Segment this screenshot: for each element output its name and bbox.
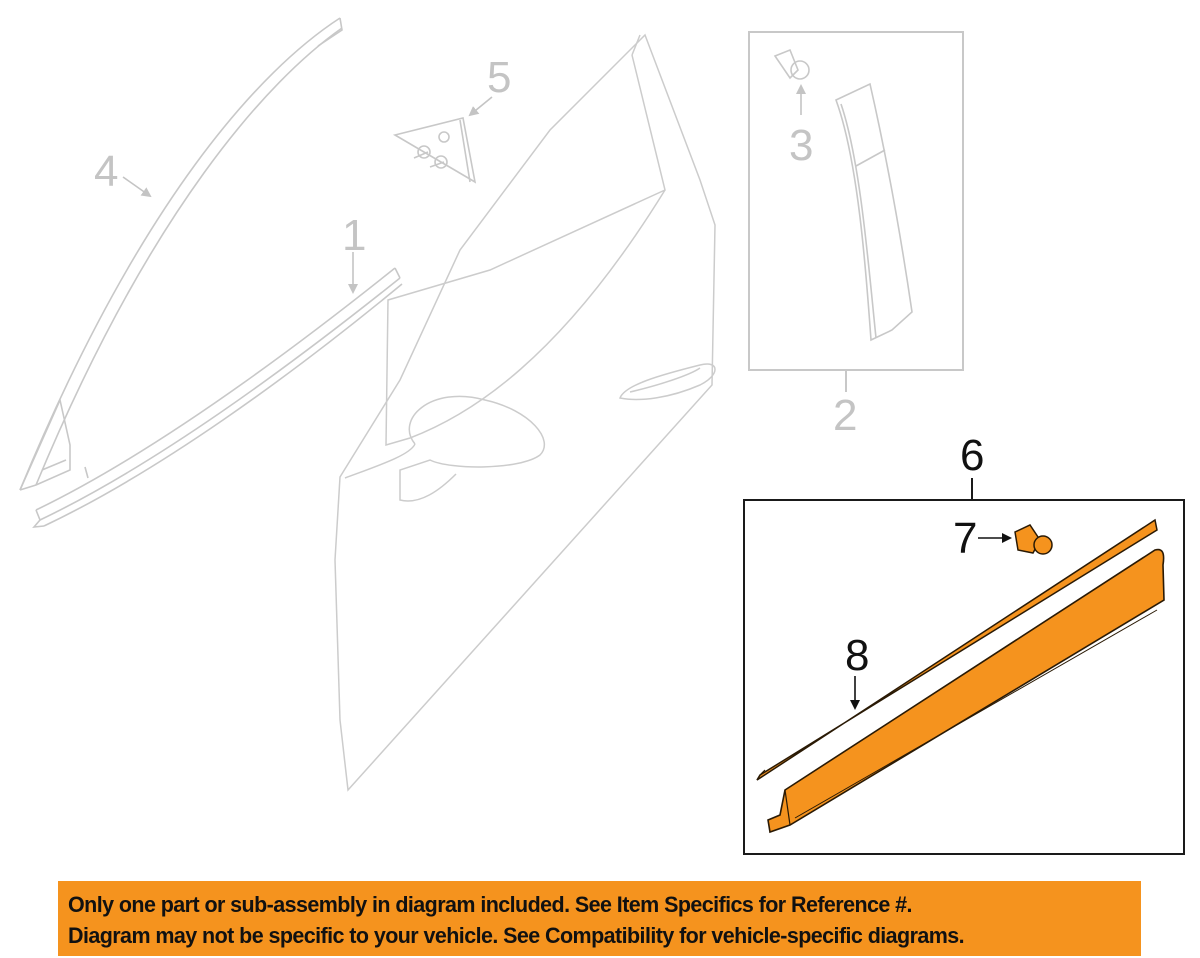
part-3-applique-clip[interactable]	[773, 48, 810, 115]
parts-diagram: 1 2 3 4 5 6 7 8	[19, 17, 1185, 855]
part-8-lower-molding-strip[interactable]	[756, 518, 1158, 781]
callout-6: 6	[960, 431, 984, 480]
part-2-pillar-applique[interactable]	[834, 82, 913, 342]
callout-4: 4	[94, 147, 118, 196]
part-6-door-side-molding[interactable]	[767, 548, 1165, 834]
part-4-pillar-molding[interactable]	[19, 17, 343, 491]
callout-3: 3	[789, 121, 813, 170]
part-1-belt-molding[interactable]	[32, 267, 403, 528]
part-6-group-box	[743, 499, 1185, 855]
callout-5: 5	[487, 53, 511, 102]
callout-2: 2	[833, 391, 857, 440]
callout-1: 1	[342, 211, 366, 260]
disclaimer-line-2: Diagram may not be specific to your vehi…	[68, 923, 965, 948]
door-outline	[334, 33, 716, 792]
disclaimer-banner: Only one part or sub-assembly in diagram…	[58, 881, 1141, 956]
callout-8: 8	[845, 631, 869, 680]
callout-7: 7	[953, 514, 977, 563]
disclaimer-line-1: Only one part or sub-assembly in diagram…	[68, 892, 913, 917]
part-2-group-box	[748, 31, 964, 371]
part-7-molding-clip[interactable]	[978, 524, 1053, 555]
part-5-sail-cover[interactable]	[392, 117, 477, 184]
